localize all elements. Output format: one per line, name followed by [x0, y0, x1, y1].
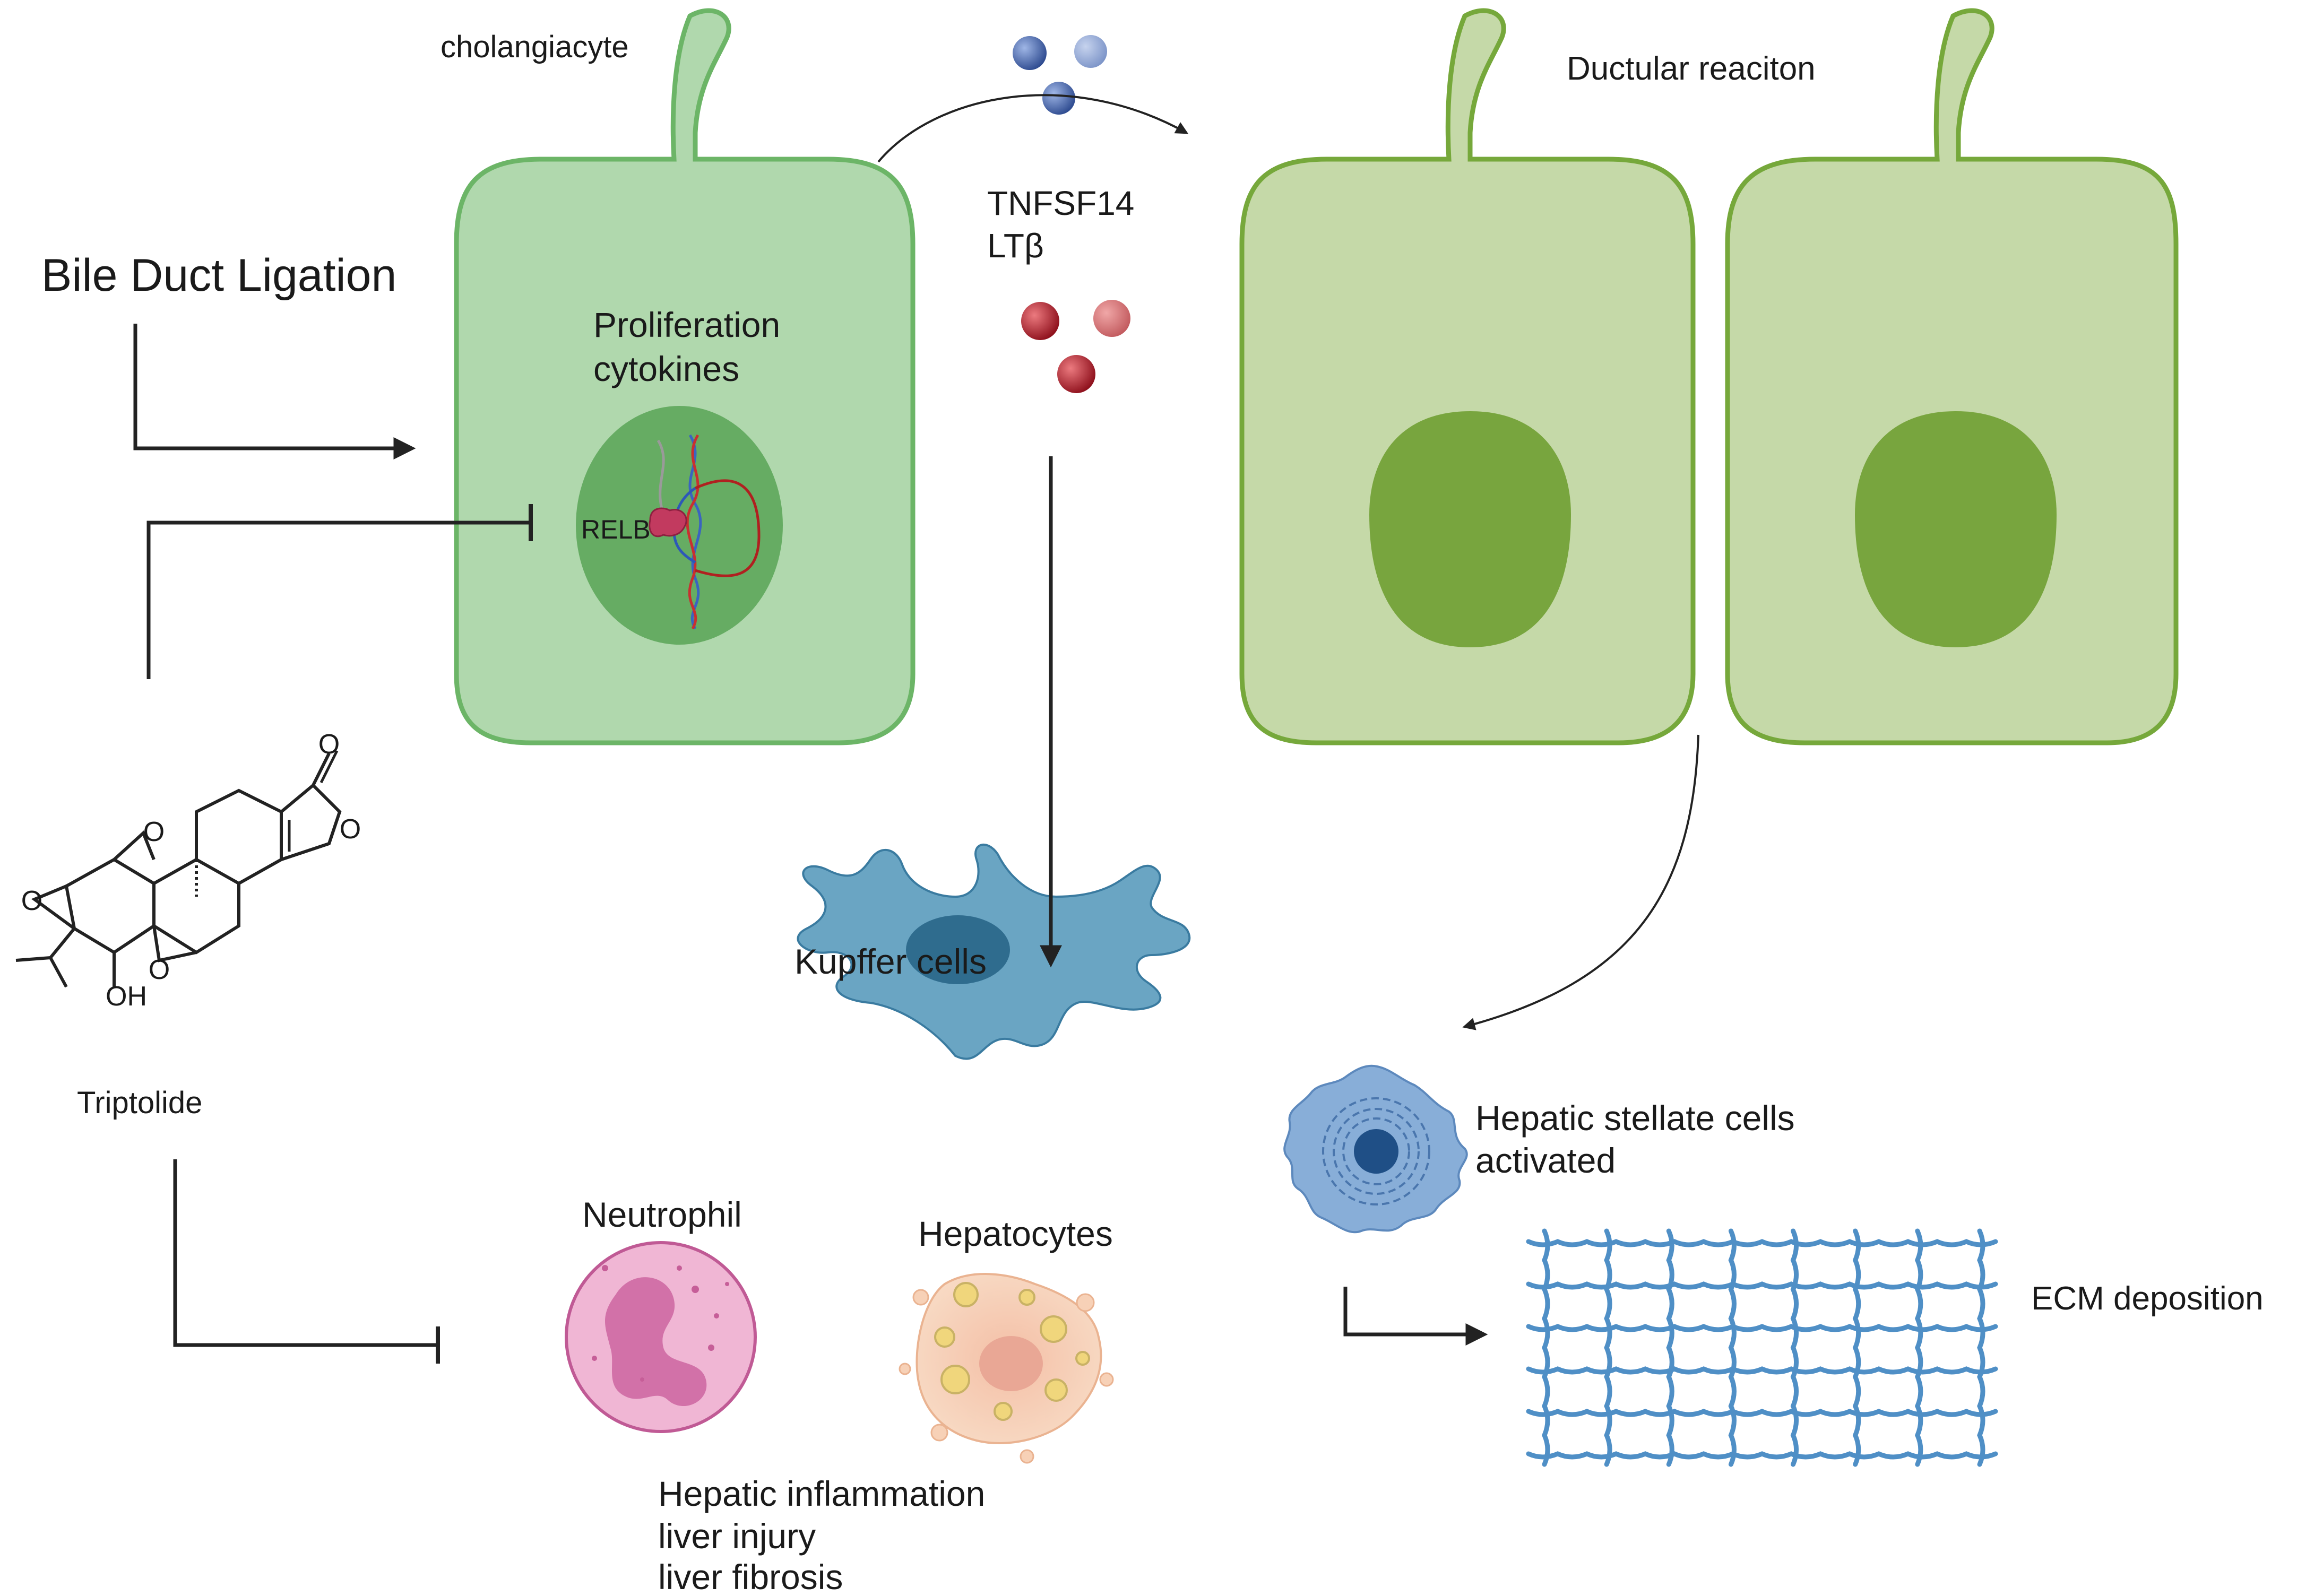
proliferation-label: Proliferation	[593, 305, 780, 344]
relb-label: RELB	[581, 515, 651, 544]
lactone-o-label: O	[340, 814, 361, 845]
cytokine-arc-arrow	[877, 94, 1189, 163]
red-molecule-cluster	[1021, 300, 1130, 393]
cytokines-label: cytokines	[593, 349, 739, 388]
ecm-fiber-horizontal	[1526, 1451, 1998, 1460]
hepatocytes-label: Hepatocytes	[918, 1214, 1113, 1253]
ecm-fiber-vertical	[1728, 1228, 1737, 1467]
carbonyl-o-label: O	[318, 729, 340, 760]
blue-molecule-cluster	[1013, 35, 1107, 115]
labels: cholangiacyte Bile Duct Ligation Prolife…	[41, 30, 2264, 1596]
stellate-nucleus	[1354, 1129, 1398, 1174]
triptolide-label: Triptolide	[77, 1086, 202, 1120]
arrows	[133, 94, 1699, 1364]
ecm-fiber-vertical	[1790, 1228, 1799, 1467]
ecm-fiber-horizontal	[1526, 1366, 1998, 1375]
hepatocyte-cell	[899, 1273, 1114, 1464]
relb-inhibition-line	[146, 521, 531, 679]
ecm-arrow	[1343, 1287, 1488, 1346]
ductular-cell-1	[1239, 8, 1696, 745]
outcome-label-line3: liver fibrosis	[658, 1557, 843, 1596]
neutrophil-nucleus	[605, 1277, 707, 1407]
stellate-cell	[1283, 1064, 1468, 1234]
epoxide-o-bottom-label: O	[149, 955, 170, 985]
ductular-cell-2	[1725, 8, 2179, 745]
hydroxyl-label: OH	[106, 981, 147, 1012]
stellate-label-line2: activated	[1475, 1141, 1616, 1180]
ecm-fiber-vertical	[1852, 1228, 1861, 1467]
tnfsf14-label: TNFSF14	[987, 184, 1134, 222]
neutrophil-granules	[592, 1265, 729, 1382]
cholangiocyte-cell	[454, 8, 916, 745]
triptolide-atom-labels: O O O O O OH	[21, 729, 361, 1012]
dna-strand-icon	[657, 434, 761, 630]
ductular-reaction-label: Ductular reaciton	[1567, 50, 1816, 87]
inflammation-inhibition-line	[173, 1159, 438, 1347]
ecm-mesh	[1526, 1228, 1998, 1467]
ecm-fiber-horizontal	[1526, 1281, 1998, 1290]
ecm-fiber-vertical	[1914, 1228, 1923, 1467]
stellate-label-line1: Hepatic stellate cells	[1475, 1098, 1795, 1138]
bile-duct-ligation-label: Bile Duct Ligation	[41, 250, 396, 301]
ecm-fiber-horizontal	[1526, 1324, 1998, 1332]
ecm-label: ECM deposition	[2031, 1280, 2264, 1317]
outcome-label-line2: liver injury	[658, 1516, 816, 1556]
ecm-fiber-vertical	[1542, 1228, 1550, 1467]
epoxide-o-left-label: O	[21, 886, 42, 916]
kupffer-cell	[797, 843, 1191, 1060]
stellate-arrow	[1462, 734, 1699, 1030]
cholangiocyte-label: cholangiacyte	[441, 30, 629, 64]
neutrophil-cell	[565, 1241, 757, 1433]
ductular-nucleus-2	[1855, 411, 2057, 647]
kupffer-nucleus	[906, 915, 1010, 984]
triptolide-structure	[15, 750, 342, 988]
relb-protein-icon	[649, 507, 687, 537]
ecm-fiber-vertical	[1977, 1228, 1985, 1467]
hepatocyte-vesicles	[934, 1282, 1090, 1421]
ecm-fiber-horizontal	[1526, 1409, 1998, 1417]
ltb-label: LTβ	[987, 227, 1044, 265]
neutrophil-label: Neutrophil	[582, 1195, 742, 1234]
ecm-fiber-horizontal	[1526, 1239, 1998, 1247]
bdl-arrow	[133, 324, 416, 459]
kupffer-label: Kupffer cells	[795, 942, 987, 981]
ductular-nucleus-1	[1369, 411, 1571, 647]
epoxide-o-top-label: O	[143, 817, 165, 847]
ecm-fiber-vertical	[1604, 1228, 1612, 1467]
outcome-label-line1: Hepatic inflammation	[658, 1474, 985, 1513]
ecm-fiber-vertical	[1666, 1228, 1674, 1467]
